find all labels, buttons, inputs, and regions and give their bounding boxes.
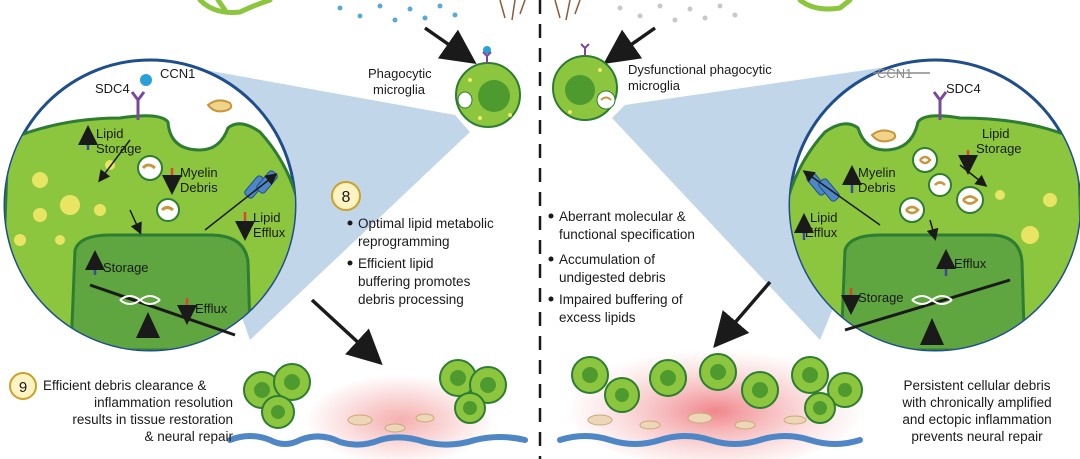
right-bullet-2-line-2: undigested debris bbox=[559, 270, 666, 285]
efflux-label-left: Efflux bbox=[195, 301, 228, 316]
right-panel: CCN1 SDC4 Lipid Storage Myelin Debris Li… bbox=[548, 43, 1080, 459]
microglia-label-right-1: Dysfunctional phagocytic bbox=[628, 62, 772, 77]
sdc4-receptor-left bbox=[130, 91, 146, 120]
left-bullet-1-line-1: Optimal lipid metabolic bbox=[358, 216, 494, 231]
badge-8-text: 8 bbox=[342, 189, 351, 206]
myelin-debris-label-left-2: Debris bbox=[180, 180, 218, 195]
microglia-cluster-left-1 bbox=[243, 363, 311, 429]
balance-scale-right bbox=[844, 278, 1011, 345]
badge-9 bbox=[9, 372, 37, 400]
right-caption-line-3: and ectopic inflammation bbox=[902, 412, 1051, 427]
right-caption-line-1: Persistent cellular debris bbox=[903, 378, 1050, 393]
phagosomes-right bbox=[899, 147, 984, 223]
sdc4-label-left: SDC4 bbox=[95, 81, 130, 96]
lipid-efflux-label-right-1: Lipid bbox=[810, 210, 837, 225]
left-panel: SDC4 CCN1 Lipid Storage Myelin Debris Li… bbox=[3, 46, 528, 459]
lipid-efflux-label-right-2: Efflux bbox=[805, 225, 838, 240]
right-bullet-1-line-1: Aberrant molecular & bbox=[559, 209, 686, 224]
dysfunctional-microglia-cell bbox=[552, 43, 618, 121]
lipid-storage-label-right-1: Lipid bbox=[982, 126, 1009, 141]
right-bullet-1-line-2: functional specification bbox=[559, 227, 695, 242]
microglia-label-left-1: Phagocytic bbox=[368, 66, 432, 81]
myelin-debris-label-left-1: Myelin bbox=[180, 165, 218, 180]
left-caption-line-4: & neural repair bbox=[144, 429, 233, 444]
left-bullet-2-line-3: debris processing bbox=[358, 292, 464, 307]
lipid-efflux-label-left-1: Lipid bbox=[253, 210, 280, 225]
left-bullet-2-line-1: Efficient lipid bbox=[358, 256, 434, 271]
left-bullet-2-line-2: buffering promotes bbox=[358, 274, 471, 289]
lipid-storage-label-right-2: Storage bbox=[976, 141, 1022, 156]
balance-scale-left bbox=[89, 283, 236, 338]
sdc4-receptor-right bbox=[932, 91, 948, 120]
storage-label-right: Storage bbox=[858, 290, 904, 305]
bottom-arrow-left bbox=[310, 298, 383, 366]
badge-9-text: 9 bbox=[19, 379, 27, 396]
right-bullet-3-line-2: excess lipids bbox=[559, 310, 636, 325]
right-bullet-2-line-1: Accumulation of bbox=[559, 252, 655, 267]
left-bullets: Optimal lipid metabolic reprogramming Ef… bbox=[347, 216, 494, 307]
lipid-storage-label-left-1: Lipid bbox=[96, 126, 123, 141]
right-caption-line-4: prevents neural repair bbox=[911, 429, 1043, 444]
top-arrow-right bbox=[603, 26, 657, 65]
storage-label-left: Storage bbox=[103, 260, 149, 275]
top-decoration bbox=[197, 0, 853, 23]
left-caption-line-1: Efficient debris clearance & bbox=[43, 378, 206, 393]
bottom-arrow-right bbox=[713, 280, 772, 348]
lipid-efflux-label-left-2: Efflux bbox=[253, 225, 286, 240]
left-caption-line-3: results in tissue restoration bbox=[72, 412, 233, 427]
microglia-label-right-2: microglia bbox=[628, 78, 681, 93]
left-caption-line-2: inflammation resolution bbox=[94, 395, 233, 410]
microglia-cluster-right bbox=[571, 353, 863, 424]
badge-8 bbox=[331, 181, 361, 211]
ccn1-label-left: CCN1 bbox=[160, 66, 195, 81]
right-bullets: Aberrant molecular & functional specific… bbox=[548, 209, 695, 325]
ccn1-ligand-left bbox=[140, 74, 152, 86]
top-arrow-left bbox=[423, 26, 477, 65]
left-bullet-1-line-2: reprogramming bbox=[358, 234, 450, 249]
phagocytic-microglia-cell bbox=[455, 46, 521, 128]
myelin-debris-label-right-2: Debris bbox=[858, 180, 896, 195]
right-caption-line-2: with chronically amplified bbox=[901, 395, 1051, 410]
right-bullet-3-line-1: Impaired buffering of bbox=[559, 292, 683, 307]
myelin-debris-label-right-1: Myelin bbox=[858, 165, 896, 180]
lipid-storage-label-left-2: Storage bbox=[96, 141, 142, 156]
phagosomes-left bbox=[137, 155, 180, 222]
efflux-label-right: Efflux bbox=[954, 256, 987, 271]
microglia-cluster-left-2 bbox=[439, 359, 507, 424]
sdc4-label-right: SDC4 bbox=[946, 81, 981, 96]
microglia-label-left-2: microglia bbox=[373, 82, 426, 97]
